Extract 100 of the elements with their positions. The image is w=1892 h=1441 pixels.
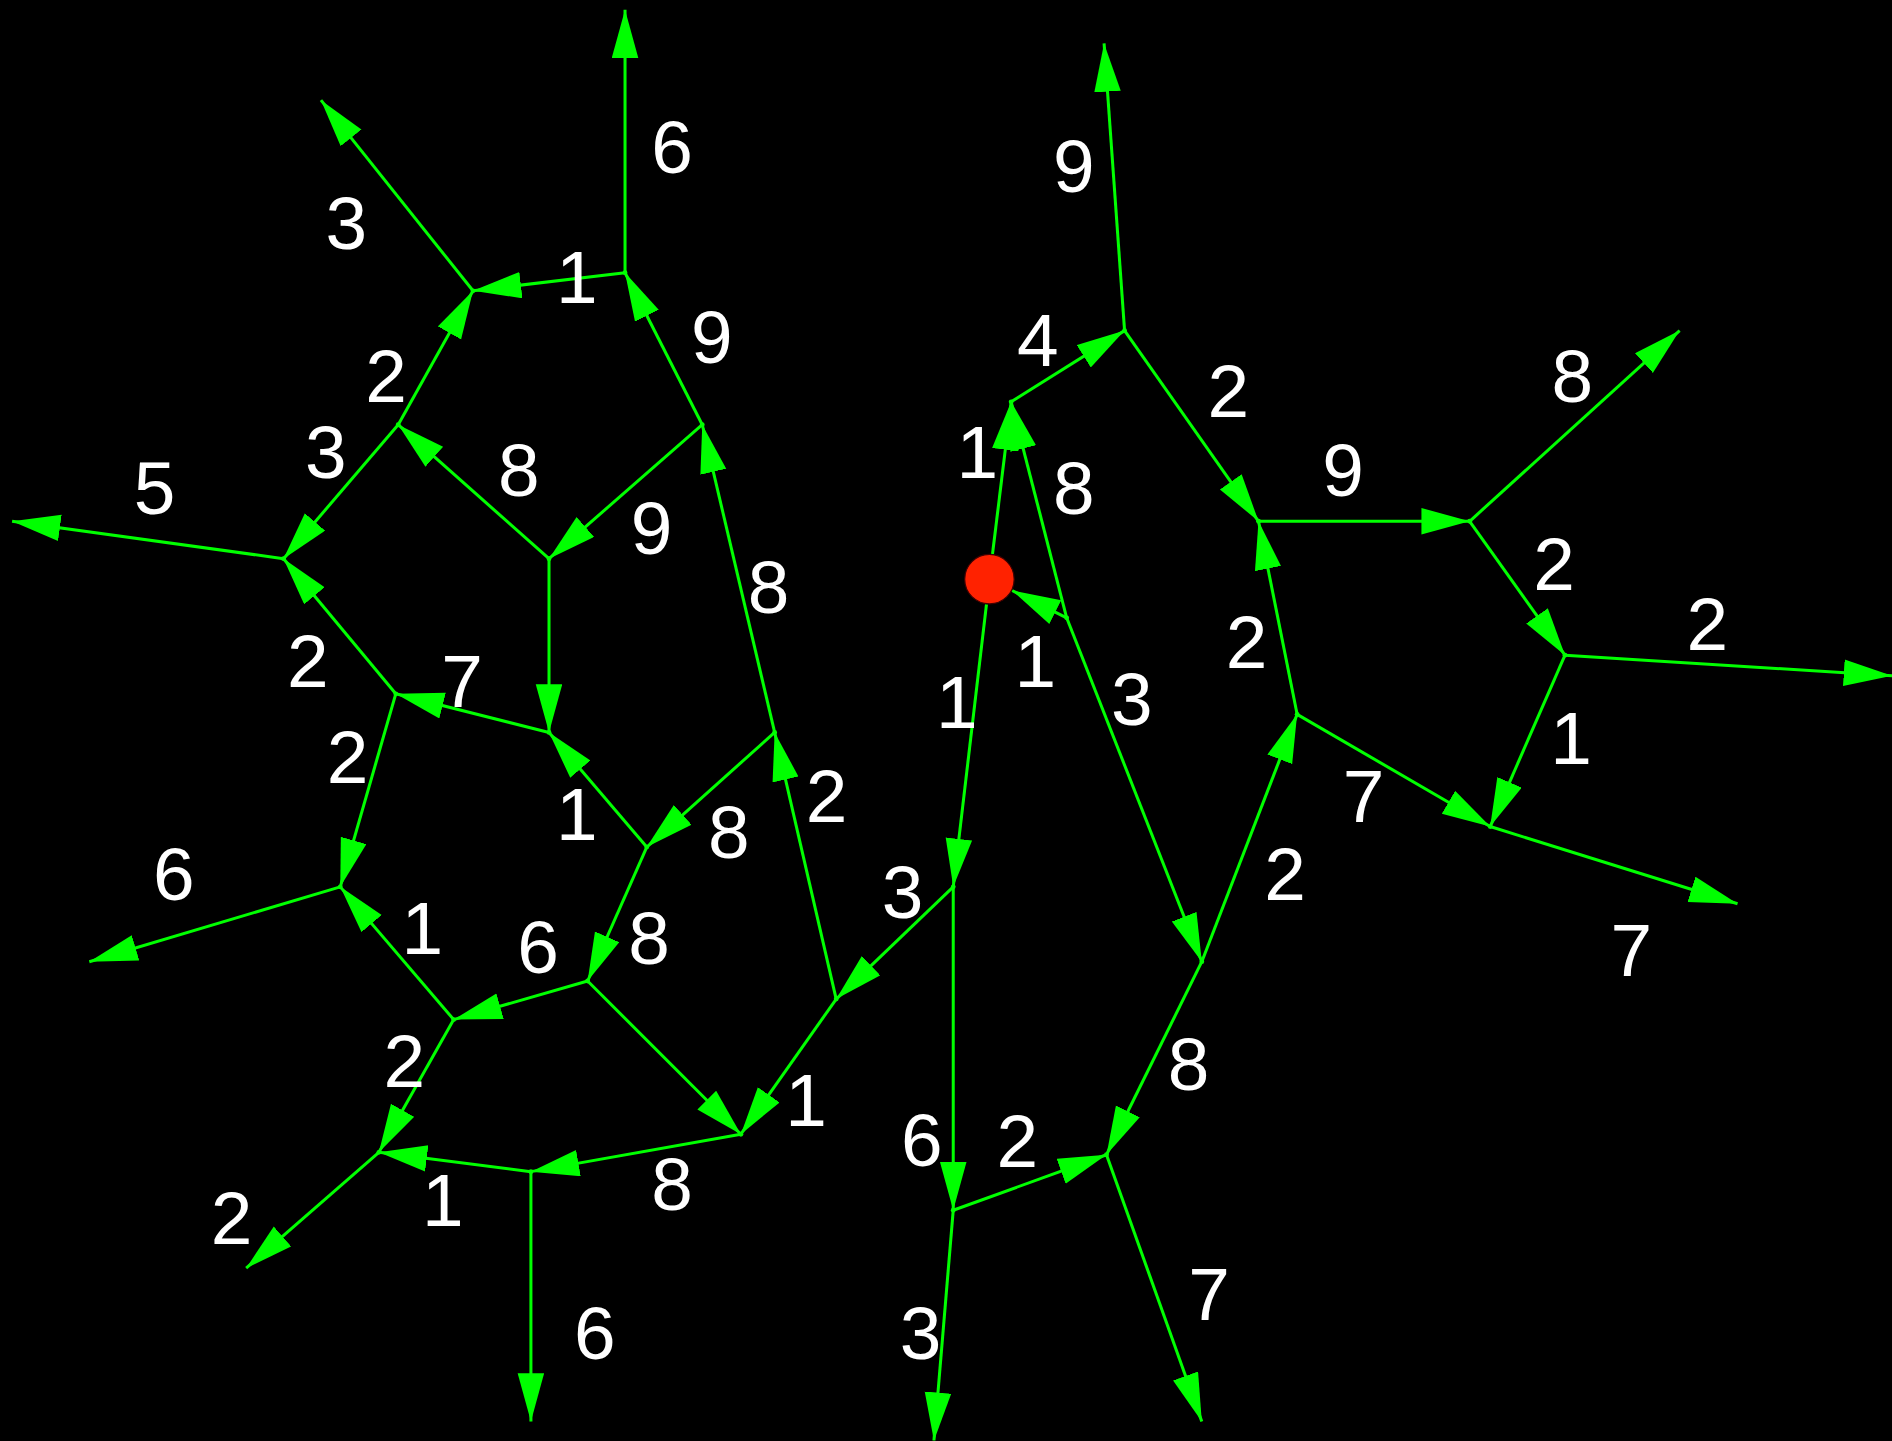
junction-point (585, 978, 591, 984)
edge-label: 7 (1342, 758, 1385, 834)
edge-label: 1 (422, 1163, 464, 1238)
edge-label: 2 (210, 1181, 253, 1257)
edge-label: 8 (1167, 1026, 1210, 1102)
arrow (835, 885, 955, 1001)
arrow (939, 886, 967, 1211)
junction-point (1487, 824, 1493, 829)
arrow (517, 1171, 545, 1422)
edge-label: 3 (305, 415, 347, 490)
edge-label: 8 (1053, 451, 1095, 527)
edge-label: 8 (708, 795, 750, 870)
arrow (548, 423, 704, 560)
edge-label: 2 (383, 1024, 426, 1100)
edge-label: 2 (1533, 527, 1575, 603)
junction-point (1104, 1152, 1109, 1158)
arrow (1258, 508, 1470, 535)
arrow (1105, 1154, 1204, 1422)
junction-point (1294, 711, 1300, 717)
arrow (1296, 713, 1491, 828)
edge-label: 6 (517, 909, 559, 985)
arrow (88, 885, 341, 964)
edge-label: 1 (1550, 701, 1592, 776)
edge-label: 1 (1014, 623, 1057, 699)
edge-label: 4 (1016, 302, 1059, 378)
junction-point (528, 1169, 534, 1175)
edge-label: 8 (628, 901, 670, 977)
junction-point (546, 556, 552, 562)
arrow (772, 732, 838, 1000)
junction-point (395, 422, 401, 428)
arrow (338, 693, 398, 888)
edge-label: 8 (1551, 339, 1594, 414)
edge-label: 2 (805, 758, 848, 834)
junction-point (376, 1149, 382, 1155)
edge-label: 1 (401, 891, 444, 967)
arrow (397, 423, 551, 560)
edge-label: 7 (1188, 1257, 1230, 1333)
junction-point (393, 691, 399, 697)
junction-point (644, 844, 650, 850)
arrow (623, 272, 704, 426)
arrow (1011, 589, 1068, 624)
edge-label: 2 (365, 339, 407, 414)
arrow (535, 558, 563, 733)
junction-point (738, 1131, 744, 1137)
edge-label: 2 (1225, 605, 1268, 681)
arrow (586, 979, 742, 1136)
junction-point (833, 996, 839, 1002)
arrow (700, 424, 777, 733)
junction-point (1199, 959, 1205, 965)
arrow (1468, 329, 1681, 523)
edge-label: 1 (785, 1063, 827, 1138)
arrow (547, 731, 648, 849)
arrow (611, 9, 639, 273)
arrow (319, 99, 475, 292)
edge-label: 2 (1686, 587, 1729, 663)
arrow (991, 401, 1019, 555)
arrow (1488, 654, 1567, 828)
junction-point (451, 1017, 457, 1022)
junction-point (1122, 328, 1127, 334)
junction-point (772, 730, 778, 735)
arrow (1010, 329, 1126, 404)
junction-point (1256, 518, 1261, 524)
edge-label: 1 (936, 664, 978, 740)
edge-label: 6 (901, 1102, 943, 1178)
junction-point (699, 422, 705, 428)
edge-label: 3 (899, 1295, 942, 1371)
edge-label: 8 (651, 1147, 693, 1223)
edge-label: 9 (630, 491, 673, 566)
arrow (1094, 43, 1127, 331)
edge-label: 8 (747, 550, 790, 626)
edge-label: 6 (152, 837, 195, 913)
arrow (282, 423, 400, 560)
arrow (739, 998, 838, 1136)
edge-label: 3 (1111, 662, 1153, 738)
edge-label: 9 (1053, 129, 1095, 204)
junction-point (1562, 652, 1568, 658)
edge-label: 1 (555, 777, 598, 852)
junction-point (546, 730, 552, 735)
junction-point (470, 288, 476, 294)
arrow (924, 1210, 955, 1441)
edge-label: 2 (1207, 354, 1250, 430)
edge-label: 3 (325, 185, 368, 261)
junction-point (1467, 518, 1473, 524)
arrow (245, 1151, 380, 1270)
edge-label: 2 (996, 1104, 1038, 1179)
arrow (11, 514, 284, 561)
junction-point (622, 270, 628, 276)
edge-label: 9 (1322, 433, 1364, 508)
edge-label: 6 (574, 1295, 616, 1371)
edge-label: 7 (1610, 913, 1653, 989)
edge-label: 8 (498, 433, 540, 508)
edge-label: 5 (133, 451, 176, 527)
junction-point (281, 556, 286, 562)
edge-label: 1 (956, 415, 999, 490)
edge-label: 9 (691, 300, 733, 376)
arrow (395, 692, 550, 734)
arrow (282, 557, 397, 695)
arrow (645, 731, 776, 849)
edge-label: 7 (441, 644, 483, 720)
junction-point (950, 1207, 956, 1213)
